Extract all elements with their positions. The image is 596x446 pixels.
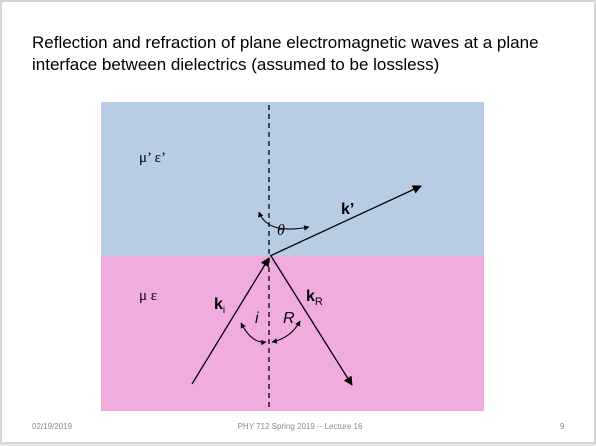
footer-course: PHY 712 Spring 2019 -- Lecture 16	[237, 422, 363, 431]
refracted-ray	[269, 185, 422, 257]
angle-i-label: i	[255, 310, 259, 327]
footer-date: 02/19/2019	[32, 422, 73, 431]
i-angle-arc	[240, 322, 267, 346]
reflected-ray	[270, 255, 353, 386]
R-angle-arc	[271, 320, 301, 344]
k-i-subscript: i	[223, 305, 225, 316]
k-R-main: k	[306, 288, 315, 305]
footer-page-number: 9	[560, 422, 565, 431]
k-i-main: k	[214, 296, 223, 313]
lower-medium-region	[101, 256, 484, 411]
incident-ray	[191, 257, 270, 385]
theta-angle-arc	[258, 211, 310, 231]
upper-medium-region	[101, 102, 484, 256]
k-i-label: ki	[214, 296, 225, 316]
lower-medium-label: μ ε	[139, 288, 157, 304]
k-R-label: kR	[306, 288, 323, 308]
theta-label: θ	[277, 222, 285, 239]
upper-medium-label: μ’ ε’	[139, 150, 166, 166]
angle-R-label: R	[283, 310, 295, 327]
k-prime-label: k’	[341, 201, 354, 218]
slide-title: Reflection and refraction of plane elect…	[32, 33, 539, 74]
k-R-subscript: R	[315, 296, 323, 308]
